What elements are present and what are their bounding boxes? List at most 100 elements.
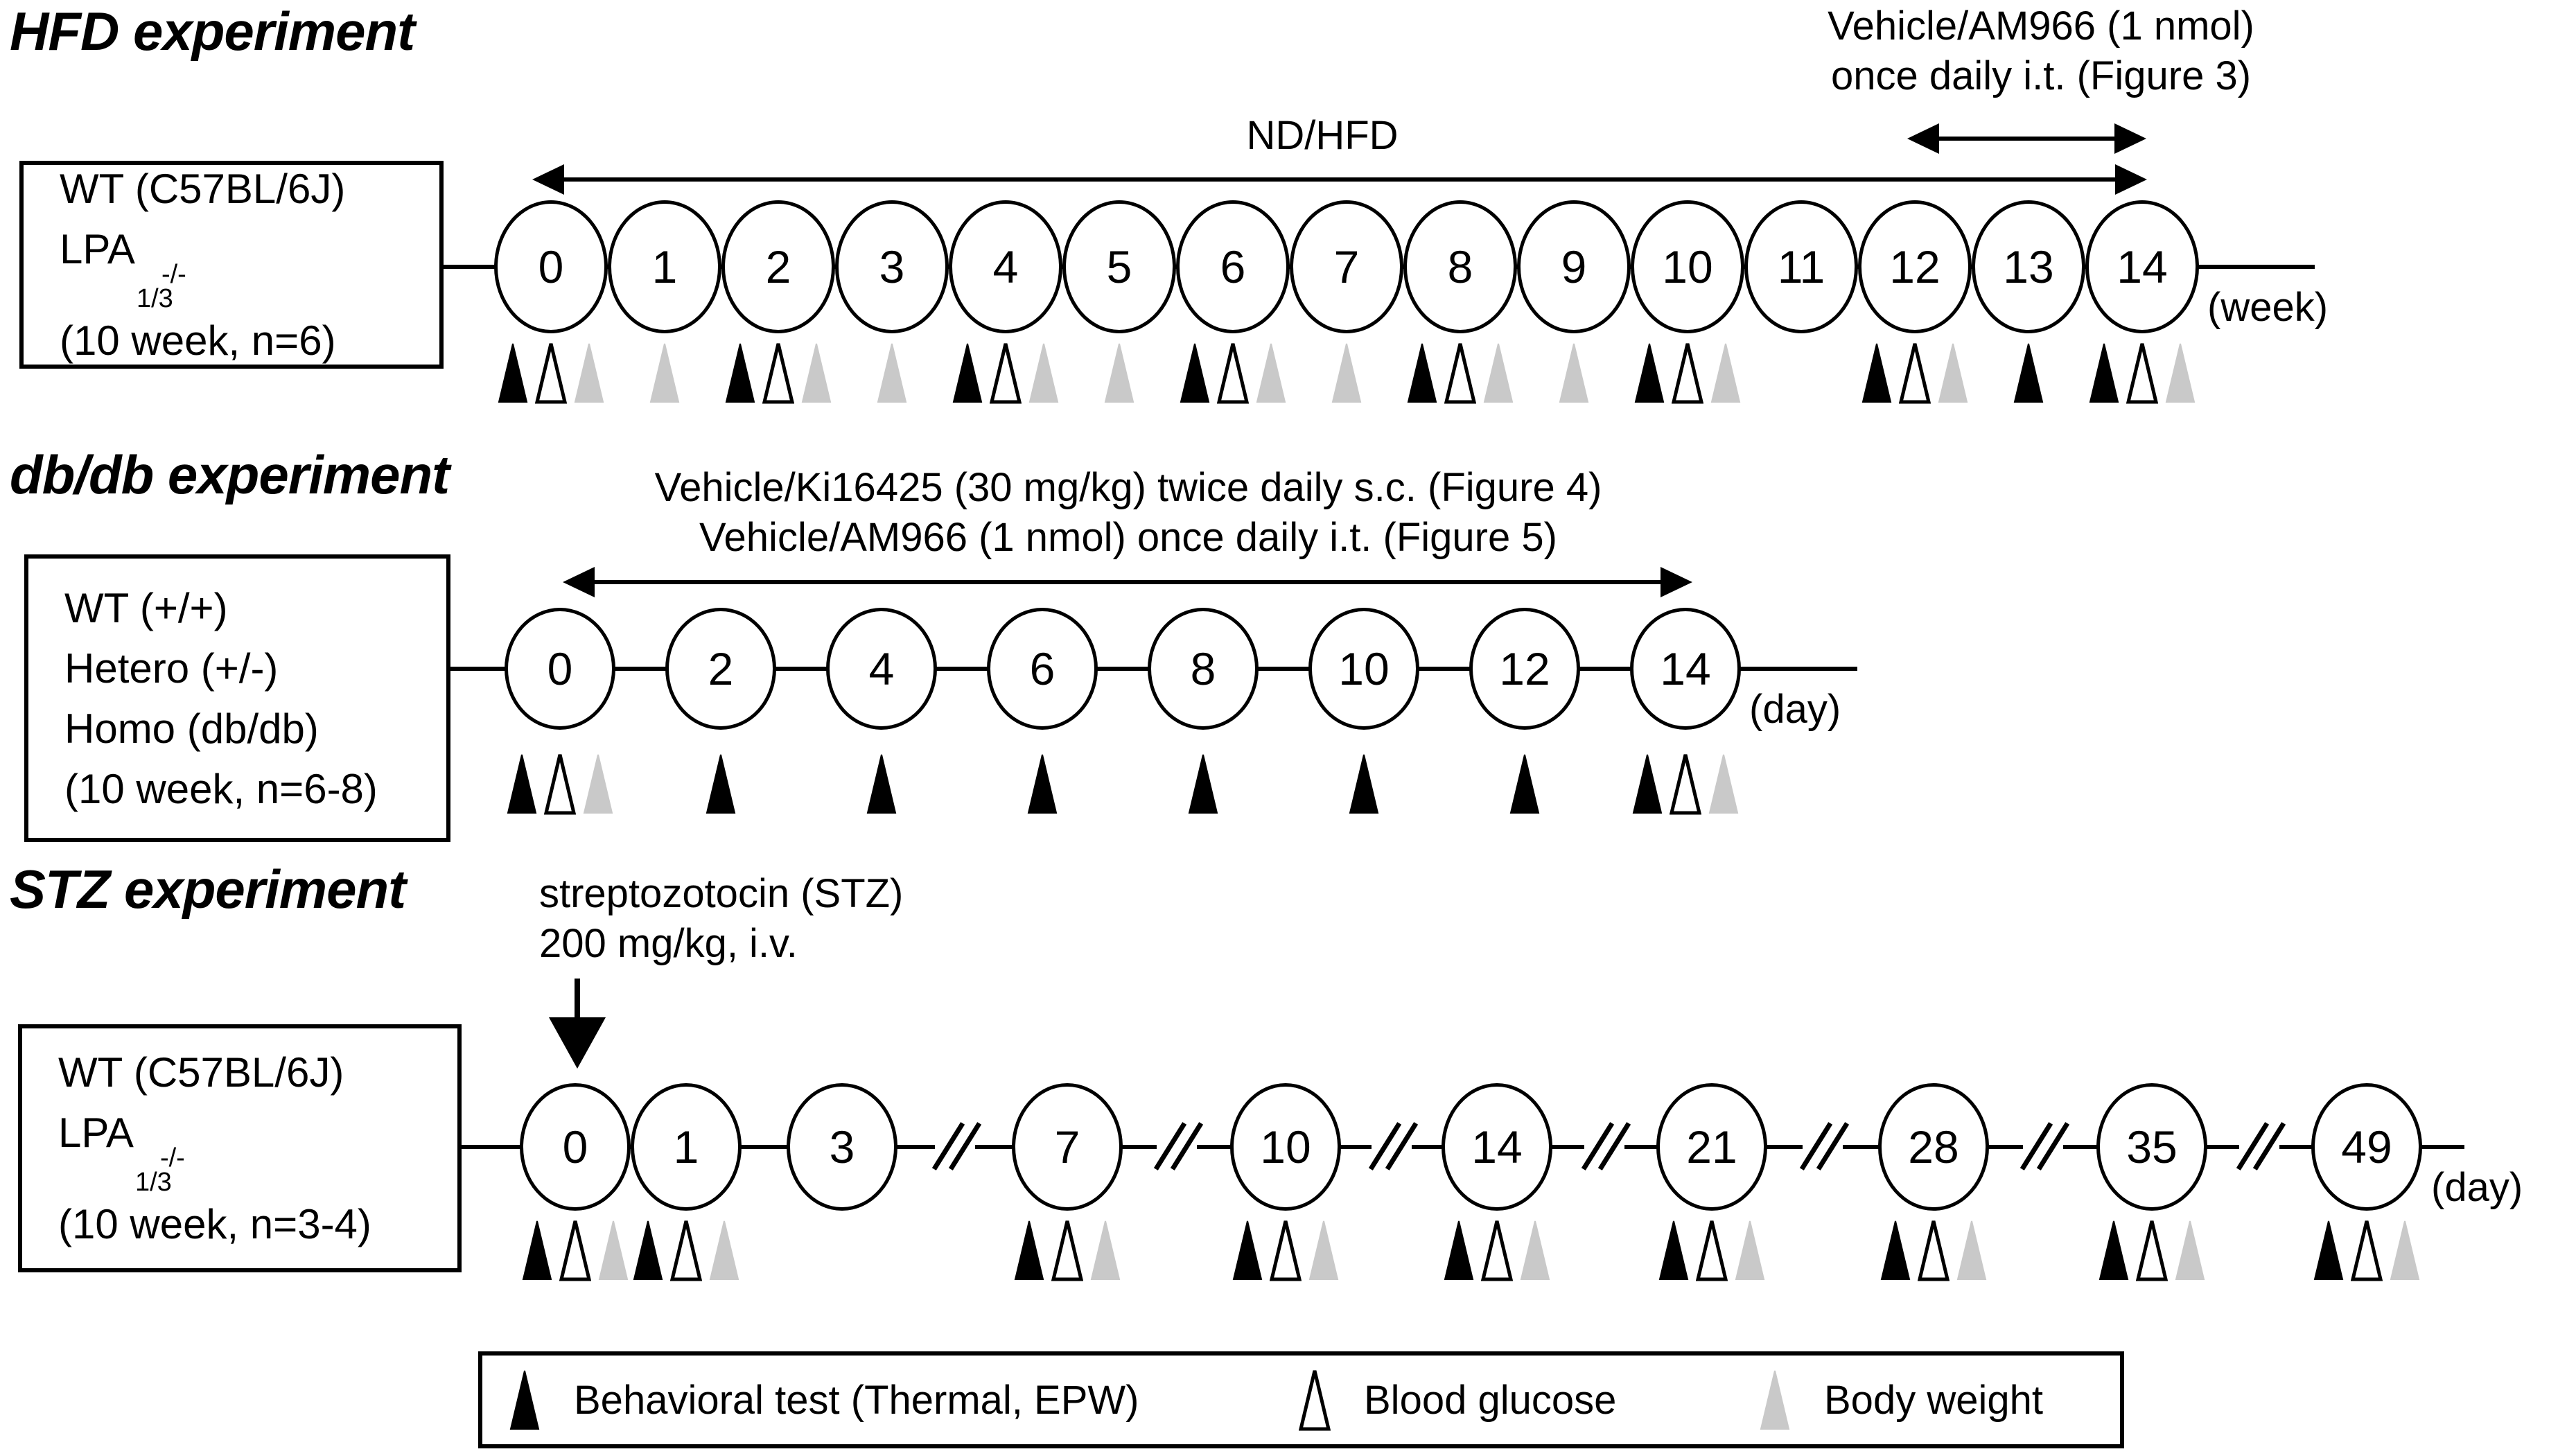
timepoint-label: 4 [868, 643, 895, 694]
black-triangle-marker-icon [1407, 343, 1437, 403]
legend-item-behavioral-test: Behavioral test (Thermal, EPW) [509, 1368, 1139, 1432]
white-triangle-marker-icon [1270, 1220, 1302, 1281]
gray-triangle-marker-icon [1090, 1220, 1121, 1280]
hfd-markers-14 [2088, 341, 2196, 405]
gene-superscript: -/- [161, 259, 186, 289]
timepoint-label: 1 [673, 1121, 699, 1173]
black-triangle-marker-icon [633, 1220, 663, 1280]
gray-triangle-marker-icon [2175, 1220, 2205, 1280]
dbdb-timepoint-circle-12: 12 [1469, 608, 1580, 730]
stz-treatment-line1: streptozotocin (STZ) [539, 871, 904, 916]
timepoint-label: 6 [1220, 241, 1246, 292]
black-triangle-marker-icon [1014, 1220, 1044, 1280]
legend-label: Body weight [1824, 1377, 2043, 1423]
axis-break-icon [1580, 1114, 1631, 1180]
hfd-timepoint-circle-12: 12 [1858, 200, 1972, 333]
timepoint-label: 2 [765, 241, 791, 292]
subject-box-line: (10 week, n=6-8) [64, 765, 378, 812]
hfd-markers-6 [1179, 341, 1287, 405]
dbdb-treatment-label: Vehicle/Ki16425 (30 mg/kg) twice daily s… [655, 463, 1602, 563]
white-triangle-marker-icon [1481, 1220, 1513, 1281]
hfd-markers-9 [1558, 341, 1590, 405]
open-triangle-icon [1299, 1368, 1331, 1432]
subject-box-line: Hetero (+/-) [64, 644, 279, 692]
dbdb-markers-6 [1026, 752, 1058, 816]
hfd-timepoint-circle-4: 4 [949, 200, 1062, 333]
stz-markers-35 [2098, 1218, 2206, 1282]
hfd-markers-7 [1331, 341, 1363, 405]
dbdb-markers-8 [1187, 752, 1219, 816]
black-triangle-marker-icon [1444, 1220, 1474, 1280]
gray-triangle-marker-icon [2165, 343, 2196, 403]
hfd-markers-10 [1633, 341, 1742, 405]
hfd-timepoint-circle-9: 9 [1517, 200, 1631, 333]
hfd-treatment-label: Vehicle/AM966 (1 nmol) once daily i.t. (… [1828, 1, 2254, 101]
black-triangle-marker-icon [1509, 754, 1540, 814]
stz-timepoint-circle-0: 0 [520, 1083, 631, 1211]
dbdb-markers-4 [866, 752, 897, 816]
timepoint-label: 12 [1499, 643, 1550, 694]
dbdb-subject-box: WT (+/+)Hetero (+/-)Homo (db/db)(10 week… [24, 554, 450, 842]
gray-triangle-marker-icon [649, 343, 680, 403]
arrow-right-head-icon [2114, 123, 2146, 154]
timepoint-label: 5 [1106, 241, 1132, 292]
stz-timepoint-circle-49: 49 [2311, 1083, 2422, 1211]
subject-box-line: (10 week, n=6) [60, 317, 336, 365]
stz-timepoint-circle-10: 10 [1230, 1083, 1341, 1211]
gray-triangle-marker-icon [598, 1220, 629, 1280]
hfd-markers-4 [952, 341, 1060, 405]
gray-triangle-marker-icon [1483, 343, 1514, 403]
hfd-markers-0 [497, 341, 605, 405]
black-triangle-marker-icon [706, 754, 736, 814]
hfd-timepoint-circle-2: 2 [721, 200, 835, 333]
timepoint-label: 14 [1660, 643, 1711, 694]
dbdb-markers-12 [1509, 752, 1541, 816]
axis-break-icon [1153, 1114, 1203, 1180]
black-triangle-marker-icon [2099, 1220, 2129, 1280]
timepoint-label: 8 [1447, 241, 1473, 292]
legend-label: Behavioral test (Thermal, EPW) [574, 1377, 1139, 1423]
gene-sub-sup: -/-1/3 [137, 259, 186, 312]
axis-break-icon [1798, 1114, 1850, 1180]
hfd-timepoint-circle-11: 11 [1744, 200, 1858, 333]
gray-triangle-marker-icon [1710, 343, 1741, 403]
timepoint-label: 0 [538, 241, 564, 292]
stz-timepoint-circle-1: 1 [631, 1083, 742, 1211]
hfd-markers-2 [724, 341, 832, 405]
black-triangle-marker-icon [1658, 1220, 1689, 1280]
black-triangle-marker-icon [1861, 343, 1892, 403]
timepoint-label: 10 [1260, 1121, 1311, 1173]
gray-triangle-marker-icon [1708, 754, 1739, 814]
gene-sub-sup: -/-1/3 [134, 1143, 185, 1197]
timepoint-label: 14 [1471, 1121, 1523, 1173]
arrow-shaft [1928, 137, 2126, 141]
gene-subscript: 1/3 [134, 1167, 172, 1197]
black-triangle-marker-icon [1632, 754, 1663, 814]
white-triangle-marker-icon [2126, 343, 2158, 404]
black-triangle-marker-icon [1232, 1220, 1263, 1280]
dbdb-title: db/db experiment [10, 444, 450, 505]
white-triangle-marker-icon [535, 343, 567, 404]
gene-superscript: -/- [159, 1143, 185, 1173]
white-triangle-marker-icon [1696, 1220, 1728, 1281]
legend-item-blood-glucose: Blood glucose [1299, 1368, 1616, 1432]
gray-triangle-marker-icon [1256, 343, 1286, 403]
timepoint-label: 28 [1908, 1121, 1959, 1173]
dbdb-timepoint-circle-8: 8 [1148, 608, 1259, 730]
black-triangle-marker-icon [2013, 343, 2044, 403]
gray-triangle-marker-icon [1956, 1220, 1987, 1280]
axis-break-icon [2235, 1114, 2286, 1180]
hfd-treatment-line1: Vehicle/AM966 (1 nmol) [1828, 3, 2254, 49]
black-triangle-marker-icon [1180, 343, 1210, 403]
stz-treatment-label: streptozotocin (STZ) 200 mg/kg, i.v. [539, 869, 903, 969]
arrow-shaft [575, 979, 580, 1021]
gray-triangle-marker-icon [583, 754, 613, 814]
hfd-timepoint-circle-10: 10 [1631, 200, 1744, 333]
black-triangle-marker-icon [507, 754, 537, 814]
gray-triangle-marker-icon [1735, 1220, 1765, 1280]
white-triangle-marker-icon [1899, 343, 1931, 404]
arrow-down-head-icon [549, 1017, 606, 1069]
gray-triangle-marker-icon [1520, 1220, 1550, 1280]
dbdb-markers-2 [705, 752, 737, 816]
